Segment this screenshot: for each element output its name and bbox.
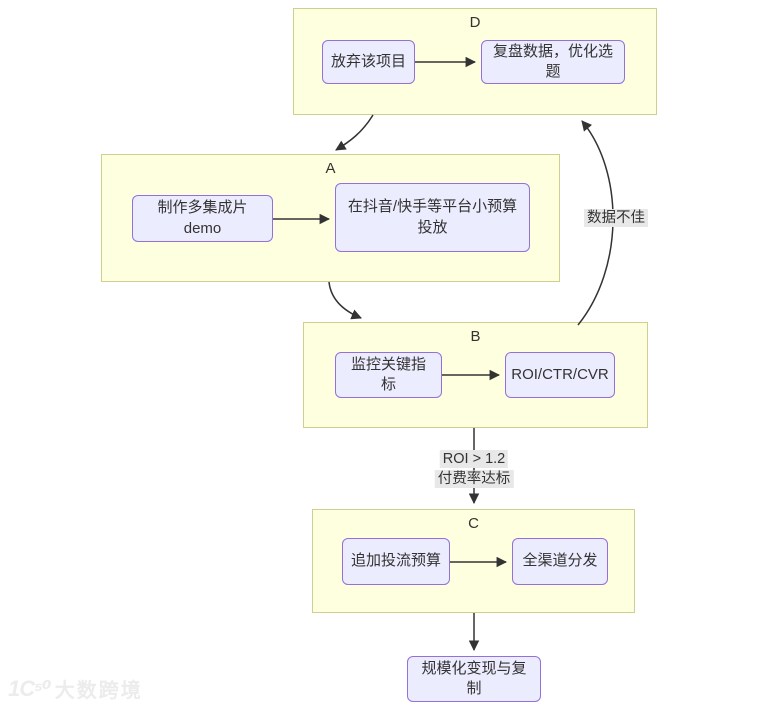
cluster-c-title: C — [468, 515, 479, 532]
node-scale-monetize: 规模化变现与复制 — [407, 656, 541, 702]
edge-label-roi-line1: ROI > 1.2 — [439, 450, 509, 469]
edge-label-roi-condition: ROI > 1.2 付费率达标 — [434, 450, 514, 489]
watermark-logo-icon: 1C⁵⁰ — [8, 675, 52, 701]
watermark-text: 大数跨境 — [54, 680, 143, 702]
node-abandon-project: 放弃该项目 — [322, 40, 415, 84]
edge-label-roi-line2: 付费率达标 — [434, 470, 514, 489]
edge-d-to-a — [335, 114, 374, 151]
edge-a-to-b — [328, 281, 362, 320]
edge-label-bad-data: 数据不佳 — [584, 209, 648, 228]
cluster-a-title: A — [325, 160, 336, 177]
cluster-b-title: B — [470, 328, 481, 345]
node-add-budget: 追加投流预算 — [342, 538, 450, 585]
node-roi-ctr-cvr: ROI/CTR/CVR — [505, 352, 615, 398]
node-small-budget-launch: 在抖音/快手等平台小预算投放 — [335, 183, 530, 252]
node-monitor-kpi: 监控关键指标 — [335, 352, 442, 398]
node-make-demo: 制作多集成片demo — [132, 195, 273, 242]
node-omnichannel: 全渠道分发 — [512, 538, 608, 585]
cluster-d-title: D — [469, 14, 481, 31]
node-review-data: 复盘数据，优化选题 — [481, 40, 625, 84]
watermark: 1C⁵⁰ 大数跨境 — [8, 674, 143, 703]
